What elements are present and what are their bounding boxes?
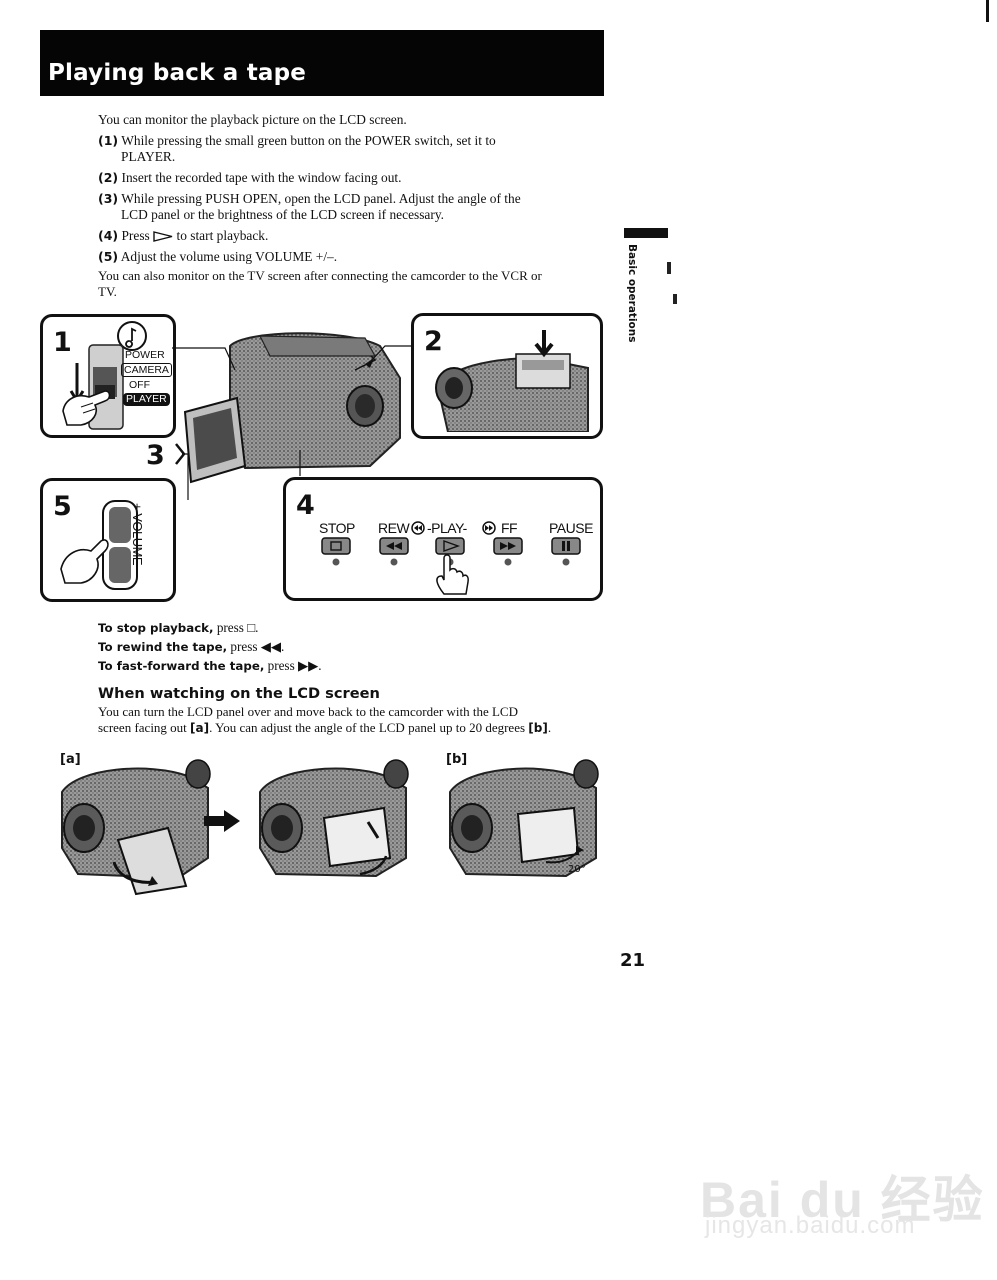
- ref-a: [a]: [190, 721, 210, 735]
- fast-forward-icon: [482, 521, 496, 535]
- camcorder-b-illustration: [449, 759, 599, 878]
- tip-bold: To stop playback,: [98, 621, 214, 635]
- step-number: (1): [98, 133, 119, 148]
- volume-control-illustration: [60, 500, 138, 590]
- camera-label: CAMERA: [121, 363, 172, 377]
- figure-panel-4: 4 STOP REW -PLAY- FF PAUSE: [283, 477, 603, 601]
- tip-fast-forward: To fast-forward the tape, press ▶▶.: [98, 656, 322, 676]
- watermark-url: jingyan.baidu.com: [705, 1212, 916, 1239]
- stop-label: STOP: [319, 520, 355, 536]
- tip-bold: To rewind the tape,: [98, 640, 228, 654]
- tip-stop: To stop playback, press □.: [98, 618, 258, 638]
- page-title: Playing back a tape: [48, 60, 307, 86]
- step-number: (5): [98, 249, 119, 264]
- off-label: OFF: [129, 379, 150, 391]
- step-4: (4) Press to start playback.: [98, 228, 268, 244]
- tv-note: You can also monitor on the TV screen af…: [98, 268, 603, 300]
- finger-pointer-icon: [436, 554, 469, 595]
- play-label: -PLAY-: [427, 520, 467, 536]
- section-line: . You can adjust the angle of the LCD pa…: [209, 720, 526, 735]
- tip-rewind: To rewind the tape, press ◀◀.: [98, 637, 284, 657]
- angle-label: 20°: [568, 864, 586, 875]
- stop-button-illustration: [321, 537, 351, 566]
- side-tab-label: Basic operations: [626, 244, 638, 343]
- play-icon: [153, 231, 173, 243]
- watermark-logo: Bai du 经验: [700, 1172, 985, 1228]
- tip-text: press ◀◀.: [230, 639, 285, 654]
- tip-bold: To fast-forward the tape,: [98, 659, 265, 673]
- scan-mark: [986, 0, 989, 22]
- panel-number-3: 3: [146, 440, 165, 471]
- tv-note-line: TV.: [98, 284, 117, 299]
- figure-panel-2: 2: [411, 313, 603, 439]
- pause-label: PAUSE: [549, 520, 593, 536]
- tv-note-line: You can also monitor on the TV screen af…: [98, 268, 542, 283]
- tip-text: press ▶▶.: [267, 658, 322, 673]
- step-3: (3) While pressing PUSH OPEN, open the L…: [98, 191, 598, 223]
- tape-insert-illustration: [435, 330, 589, 432]
- side-tab-bar: [624, 228, 668, 238]
- section-body: You can turn the LCD panel over and move…: [98, 704, 608, 736]
- page-number: 21: [620, 950, 646, 971]
- section-line: .: [547, 720, 552, 735]
- push-arrow-icon: [175, 443, 186, 465]
- section-line: screen facing out: [98, 720, 187, 735]
- step-text-cont: PLAYER.: [121, 149, 176, 164]
- note-icon: [117, 321, 147, 351]
- player-label: PLAYER: [123, 393, 170, 406]
- figure-panel-5: 5 + VOLUME –: [40, 478, 176, 602]
- volume-label: + VOLUME –: [130, 503, 145, 575]
- step-text-after: to start playback.: [176, 228, 269, 243]
- camcorder-a-illustration: [61, 759, 211, 896]
- panel-number: 4: [296, 490, 315, 521]
- ff-button-illustration: [493, 537, 523, 566]
- rewind-icon: [411, 521, 425, 535]
- caption-a: [a]: [60, 752, 81, 767]
- ref-b: [b]: [528, 721, 548, 735]
- step-number: (3): [98, 191, 119, 206]
- caption-b: [b]: [446, 752, 468, 767]
- power-label: POWER: [125, 349, 165, 361]
- intro-text: You can monitor the playback picture on …: [98, 112, 407, 127]
- camcorder-illustration: [183, 332, 401, 484]
- scan-mark: [667, 262, 671, 274]
- step-1: (1) While pressing the small green butto…: [98, 133, 598, 165]
- step-number: (4): [98, 228, 119, 243]
- step-text: Adjust the volume using VOLUME +/–.: [120, 249, 338, 264]
- scan-mark: [673, 294, 677, 304]
- ff-label: FF: [501, 520, 518, 536]
- pause-button-illustration: [551, 537, 581, 566]
- step-5: (5) Adjust the volume using VOLUME +/–.: [98, 249, 337, 265]
- section-heading: When watching on the LCD screen: [98, 685, 380, 702]
- figure-panel-1: 1 POWER CAMERA OFF PLAYER: [40, 314, 176, 438]
- volume-label-wrap: + VOLUME –: [129, 501, 149, 591]
- power-switch-illustration: [62, 344, 124, 430]
- step-text-cont: LCD panel or the brightness of the LCD s…: [121, 207, 445, 222]
- step-text: Press: [121, 228, 150, 243]
- title-bar: [40, 30, 604, 96]
- panel-number: 5: [53, 491, 72, 522]
- camcorder-turned-illustration: [259, 759, 409, 878]
- section-line: You can turn the LCD panel over and move…: [98, 704, 518, 719]
- step-text: Insert the recorded tape with the window…: [121, 170, 402, 185]
- arrow-right-icon: [204, 810, 240, 832]
- rewind-button-illustration: [379, 537, 409, 566]
- tip-text: press □.: [216, 620, 259, 635]
- play-button-illustration: [435, 537, 465, 566]
- step-text: While pressing the small green button on…: [121, 133, 496, 148]
- panel-number: 2: [424, 326, 443, 357]
- rew-label: REW: [378, 520, 410, 536]
- side-tab: Basic operations: [626, 244, 640, 344]
- transport-buttons: [321, 537, 581, 595]
- panel-number: 1: [53, 327, 72, 358]
- step-number: (2): [98, 170, 119, 185]
- step-2: (2) Insert the recorded tape with the wi…: [98, 170, 401, 186]
- step-text: While pressing PUSH OPEN, open the LCD p…: [121, 191, 521, 206]
